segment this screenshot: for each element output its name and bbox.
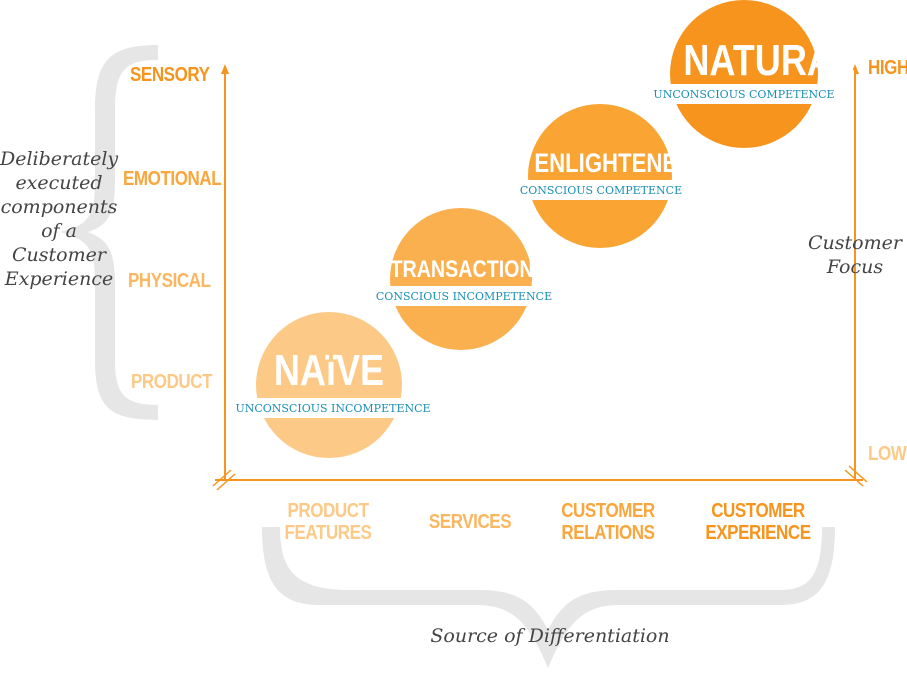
stage-enlightened-title: ENLIGHTENED <box>534 148 694 178</box>
axis-break-left-1 <box>212 469 232 487</box>
stage-transactional-circle <box>390 208 532 350</box>
left-brace <box>60 45 158 420</box>
right-caption: Customer Focus <box>808 232 902 278</box>
x-label-product-features: PRODUCT FEATURES <box>284 500 372 544</box>
stage-naive-circle <box>256 312 402 458</box>
right-label-high: HIGH <box>868 57 907 79</box>
stage-naive-title: NAïVE <box>273 346 385 395</box>
axis-break-right-1 <box>844 469 864 487</box>
stage-naive-subtitle: UNCONSCIOUS INCOMPETENCE <box>235 402 431 415</box>
stage-enlightened-subtitle: CONSCIOUS COMPETENCE <box>519 184 683 197</box>
stage-transactional-band <box>373 286 555 306</box>
y-label-emotional: EMOTIONAL <box>123 168 222 190</box>
y-label-sensory: SENSORY <box>130 64 210 86</box>
stage-transactional-subtitle: CONSCIOUS INCOMPETENCE <box>375 290 553 303</box>
stage-enlightened-circle <box>528 104 672 248</box>
right-label-low: LOW <box>868 443 907 465</box>
stage-naive-band <box>235 398 431 418</box>
stage-natural-band <box>648 84 840 104</box>
y-label-product: PRODUCT <box>131 371 213 393</box>
stage-natural-subtitle: UNCONSCIOUS COMPETENCE <box>653 88 835 101</box>
left-caption: Deliberately executed components of a Cu… <box>0 148 119 290</box>
stage-natural-title: NATURAL <box>683 36 856 85</box>
x-label-customer-experience: CUSTOMER EXPERIENCE <box>705 500 811 544</box>
x-label-customer-relations: CUSTOMER RELATIONS <box>561 500 655 544</box>
stage-natural-circle <box>670 0 818 148</box>
bottom-caption: Source of Differentiation <box>430 625 670 647</box>
y-axis-arrow <box>221 64 229 74</box>
bottom-brace <box>262 527 835 668</box>
y-label-physical: PHYSICAL <box>128 270 211 292</box>
stage-enlightened-band <box>518 180 684 200</box>
axis-break-right-2 <box>848 465 868 483</box>
right-axis-arrow <box>851 64 859 74</box>
x-label-services: SERVICES <box>428 511 512 533</box>
axis-break-left-2 <box>216 473 236 491</box>
stage-transactional-title: TRANSACTIONAL <box>390 256 560 283</box>
